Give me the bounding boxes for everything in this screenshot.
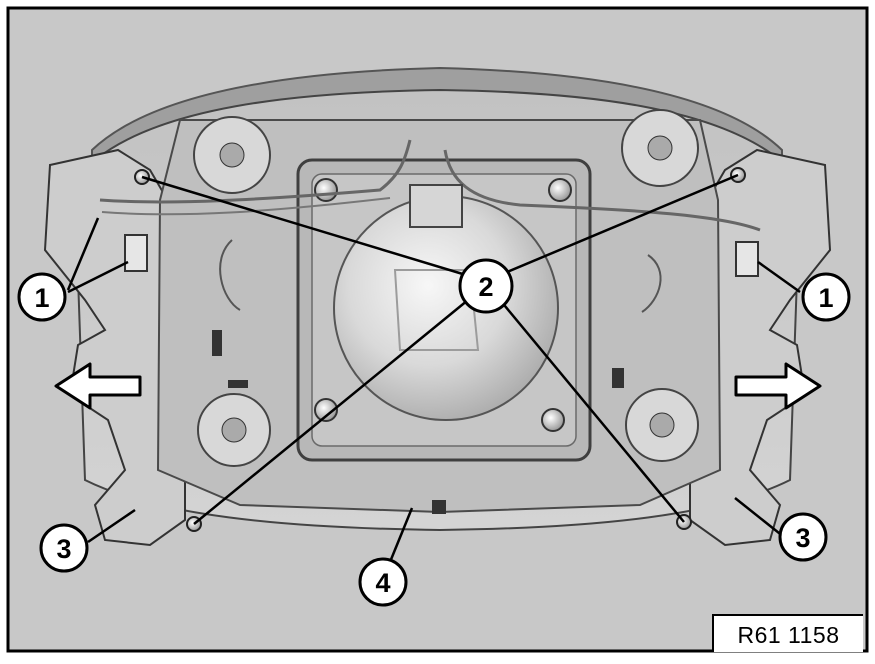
callout-4: 4	[358, 557, 408, 607]
plate-slot	[612, 368, 624, 388]
callout-3-right: 3	[778, 512, 828, 562]
svg-text:1: 1	[818, 283, 833, 313]
svg-text:2: 2	[478, 272, 493, 302]
cable-loop	[219, 239, 241, 311]
leader-line	[87, 508, 136, 544]
reference-code: R61 1158	[737, 622, 840, 648]
plug-connector-right	[735, 241, 759, 277]
horn-contact-disc	[625, 388, 699, 462]
plate-slot	[212, 330, 222, 356]
housing-bolt	[541, 408, 565, 432]
wiring-harness	[443, 149, 761, 232]
horn-contact-disc	[197, 393, 271, 467]
wiring-harness	[99, 139, 412, 204]
leader-lines	[66, 173, 801, 563]
callout-1-right: 1	[801, 272, 851, 322]
leader-line	[499, 173, 739, 277]
dome-inner-detail	[393, 269, 480, 351]
housing-bolt	[314, 398, 338, 422]
leader-line	[66, 217, 100, 291]
harness-clip	[409, 184, 463, 228]
plate-slot	[228, 380, 248, 388]
svg-text:3: 3	[56, 534, 71, 564]
horn-contact-disc	[193, 116, 271, 194]
svg-text:4: 4	[375, 568, 390, 598]
leader-line	[499, 299, 685, 523]
wiring-harness	[101, 197, 391, 216]
housing-bolt	[548, 178, 572, 202]
callout-1-left: 1	[17, 272, 67, 322]
housing-bolt	[314, 178, 338, 202]
svg-text:1: 1	[34, 283, 49, 313]
leader-line	[141, 175, 467, 277]
leader-line	[388, 507, 414, 563]
arrow-left-icon	[54, 362, 142, 410]
cable-loop	[641, 254, 662, 313]
horn-contact-disc	[621, 109, 699, 187]
airbag-dome	[333, 195, 559, 421]
leader-line	[67, 260, 129, 294]
plug-connector-left	[124, 234, 148, 272]
leader-line	[193, 299, 469, 525]
leader-line	[734, 497, 785, 538]
arrow-right-icon	[734, 362, 822, 410]
svg-text:3: 3	[795, 523, 810, 553]
leader-line	[757, 260, 801, 294]
plate-slot	[432, 500, 446, 514]
callout-2: 2	[458, 258, 514, 314]
reference-code-box: R61 1158	[712, 614, 863, 652]
callout-3-left: 3	[39, 523, 89, 573]
